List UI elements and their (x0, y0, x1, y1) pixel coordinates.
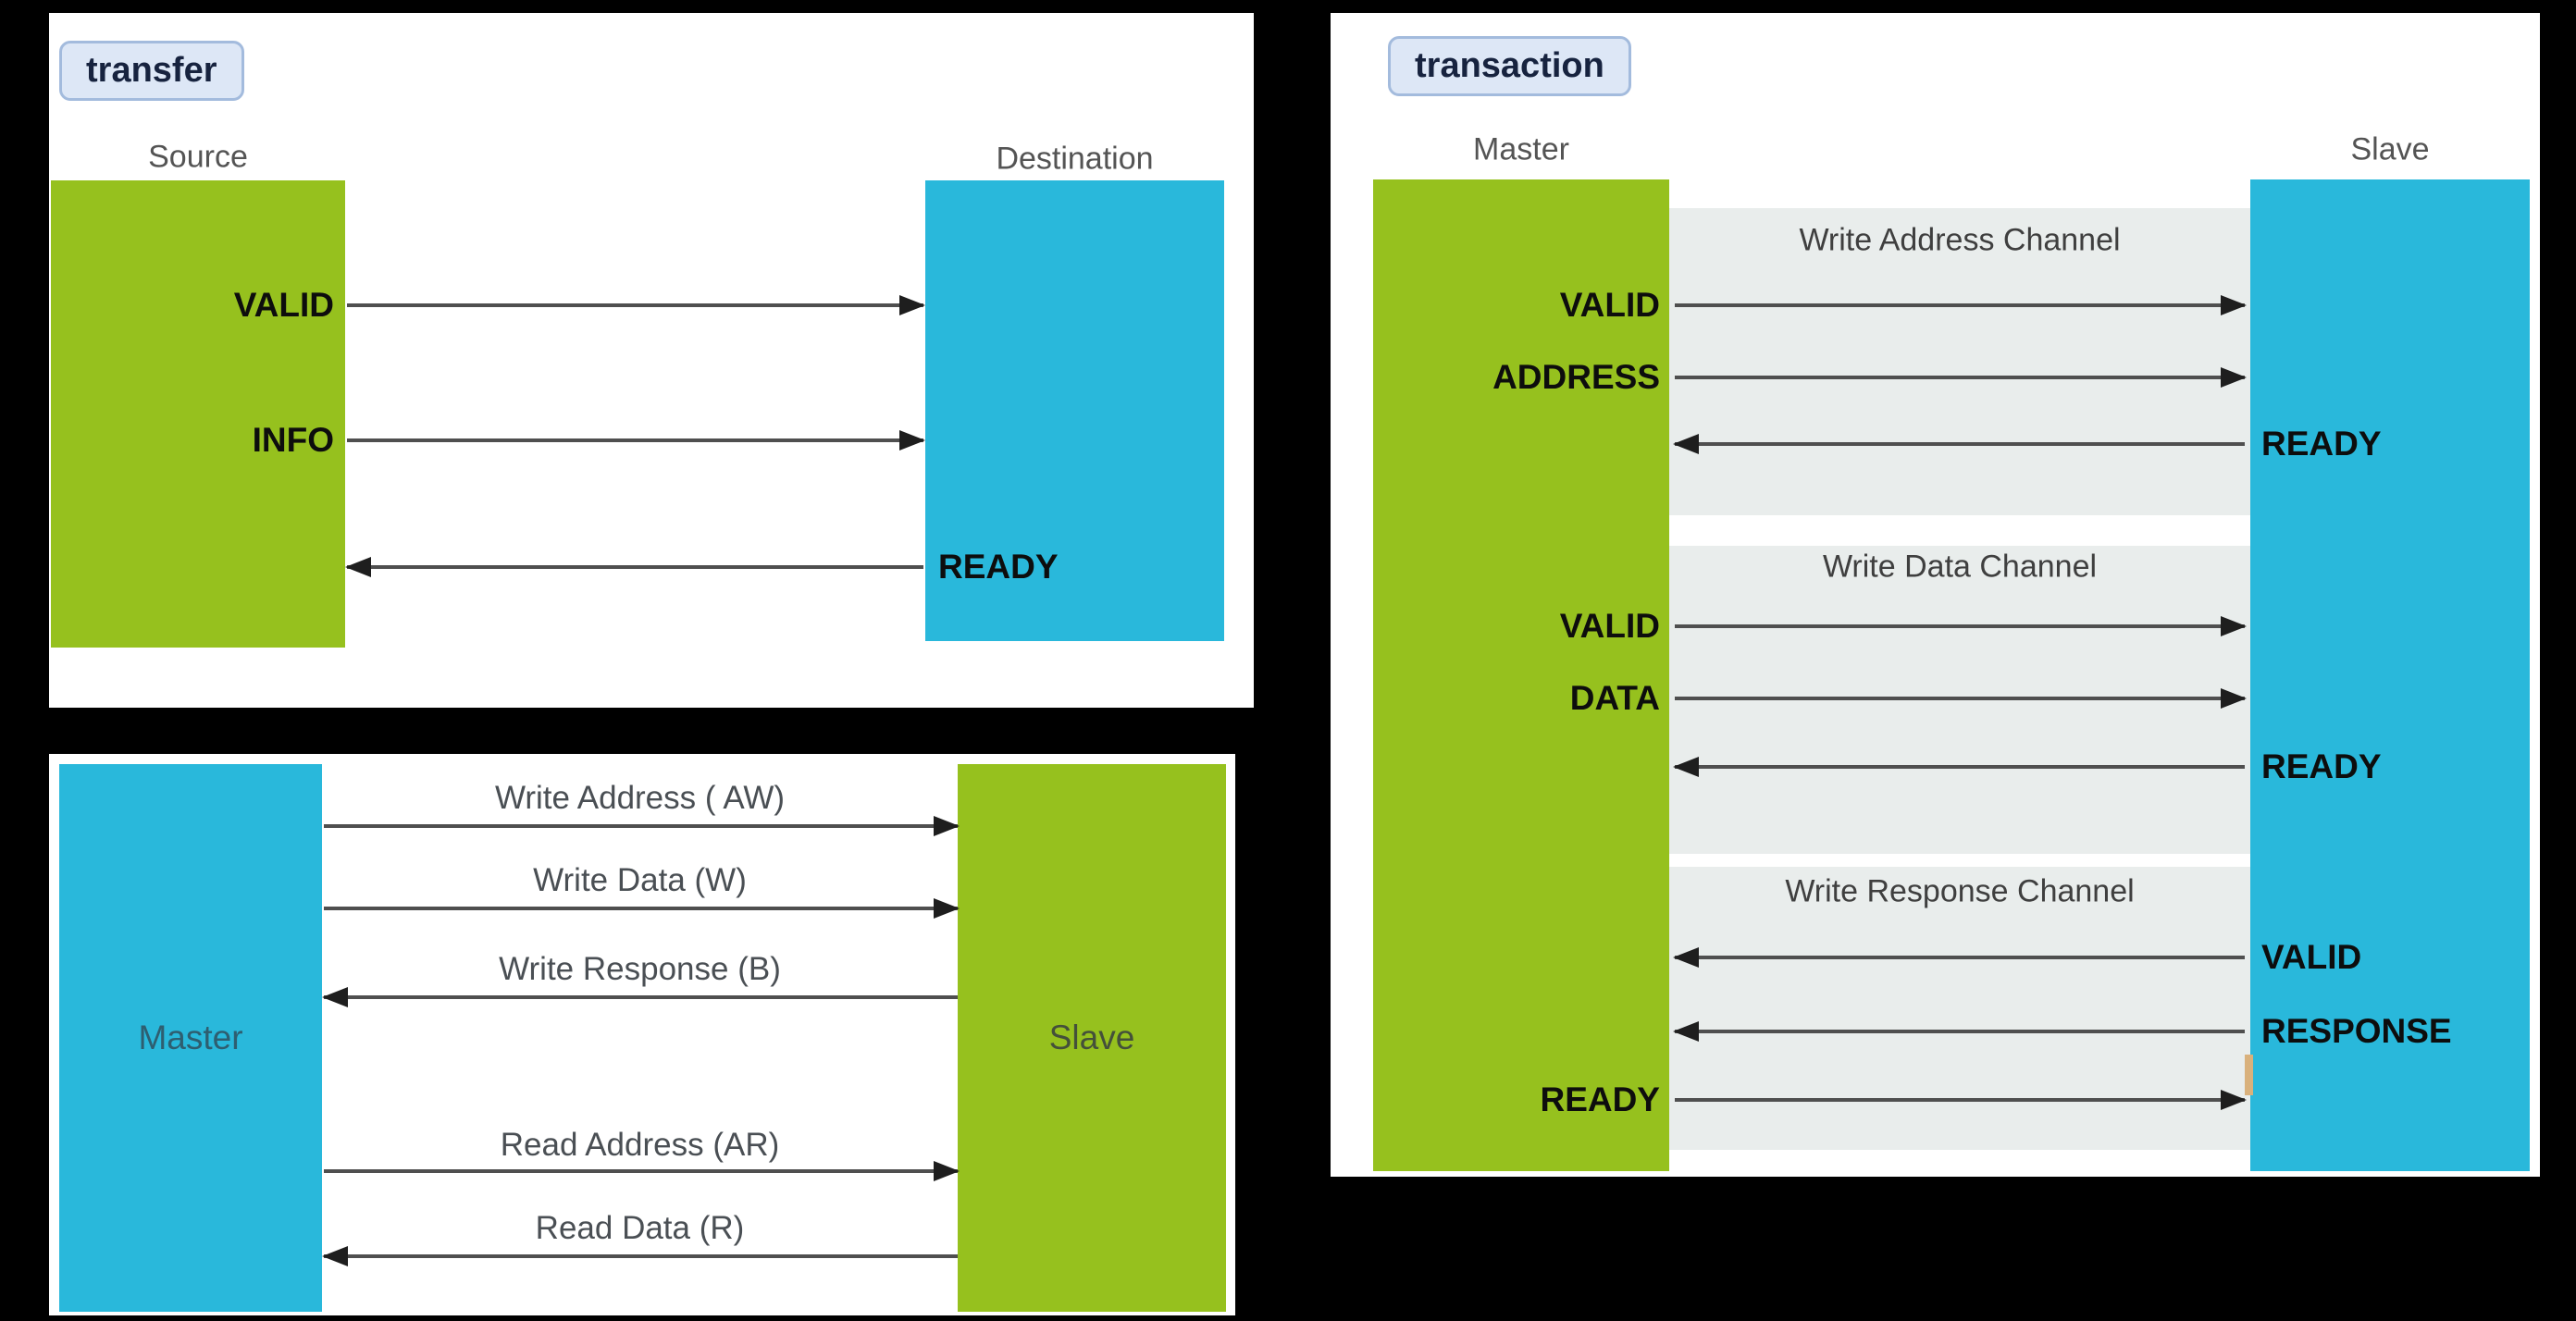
w-data-arrow (1675, 697, 2245, 700)
b-response-label: RESPONSE (2261, 1012, 2452, 1050)
transaction-panel: transaction Master Slave Write Address C… (1331, 13, 2540, 1177)
transfer-valid-arrow (347, 303, 923, 307)
write-address-channel-title: Write Address Channel (1799, 222, 2121, 258)
aw-ready-label: READY (2261, 425, 2382, 463)
destination-block (925, 180, 1224, 641)
transaction-master-title: Master (1473, 131, 1569, 167)
aw-valid-arrow (1675, 303, 2245, 307)
write-address-channel-band (1669, 208, 2250, 515)
transfer-panel: transfer Source Destination VALID INFO R… (49, 13, 1254, 708)
write-response-channel-band (1669, 867, 2250, 1150)
b-response-arrow (1675, 1030, 2245, 1033)
write-response-channel-title: Write Response Channel (1785, 873, 2135, 909)
w-valid-label: VALID (1559, 607, 1660, 645)
b-valid-label: VALID (2261, 938, 2362, 976)
transaction-master-block (1373, 179, 1669, 1171)
read-data-channel-label: Read Data (R) (535, 1210, 745, 1246)
transfer-badge: transfer (59, 41, 244, 101)
transaction-badge: transaction (1388, 36, 1631, 96)
b-valid-arrow (1675, 956, 2245, 959)
source-title: Source (148, 139, 248, 175)
source-block (51, 180, 345, 648)
write-data-arrow (324, 907, 958, 910)
interface-panel: Master Slave Write Address ( AW) Write D… (49, 754, 1235, 1315)
w-ready-arrow (1675, 765, 2245, 769)
w-ready-label: READY (2261, 747, 2382, 785)
w-data-label: DATA (1569, 679, 1660, 717)
write-response-arrow (324, 995, 958, 999)
write-data-channel-label: Write Data (W) (533, 862, 747, 898)
transfer-ready-label: READY (938, 548, 1059, 586)
w-valid-arrow (1675, 624, 2245, 628)
transaction-slave-block (2250, 179, 2530, 1171)
master-block (59, 764, 322, 1312)
aw-address-arrow (1675, 376, 2245, 379)
read-address-channel-label: Read Address (AR) (500, 1127, 780, 1163)
destination-title: Destination (996, 141, 1154, 177)
cursor-artifact (2245, 1055, 2253, 1095)
write-data-channel-title: Write Data Channel (1822, 549, 2098, 585)
transfer-ready-arrow (347, 565, 923, 569)
aw-address-label: ADDRESS (1492, 358, 1660, 396)
b-ready-arrow (1675, 1098, 2245, 1102)
b-ready-label: READY (1540, 1080, 1660, 1118)
slave-block (958, 764, 1226, 1312)
transaction-slave-title: Slave (2350, 131, 2430, 167)
read-data-arrow (324, 1254, 958, 1258)
transfer-valid-label: VALID (233, 286, 334, 324)
read-address-arrow (324, 1169, 958, 1173)
aw-valid-label: VALID (1559, 286, 1660, 324)
master-name: Master (138, 1019, 243, 1056)
transfer-info-label: INFO (252, 421, 334, 459)
write-response-channel-label: Write Response (B) (499, 951, 781, 987)
transfer-info-arrow (347, 438, 923, 442)
aw-ready-arrow (1675, 442, 2245, 446)
slave-name: Slave (1048, 1019, 1135, 1056)
write-address-channel-label: Write Address ( AW) (494, 780, 786, 816)
write-address-arrow (324, 824, 958, 828)
